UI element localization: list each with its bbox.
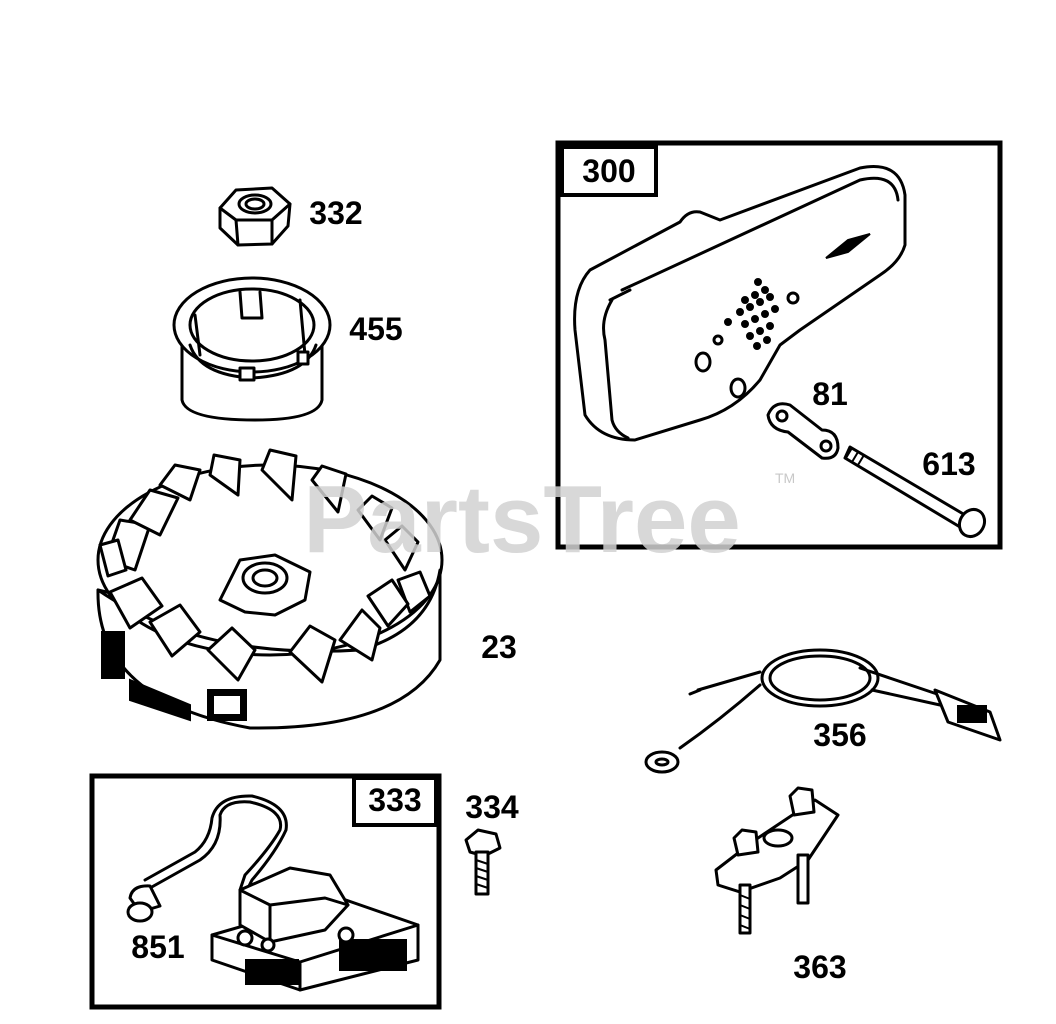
ground-wire-part[interactable]: [644, 648, 1002, 774]
callout-363[interactable]: 363: [793, 949, 846, 985]
callout-81[interactable]: 81: [812, 376, 848, 412]
callout-851[interactable]: 851: [131, 929, 184, 965]
watermark: PartsTree TM: [303, 466, 795, 573]
callout-613[interactable]: 613: [922, 446, 975, 482]
gasket-part[interactable]: [766, 402, 840, 460]
nut-part[interactable]: [218, 186, 292, 247]
flywheel-fins: [98, 448, 432, 684]
callout-332[interactable]: 332: [309, 195, 362, 231]
screw-613-part[interactable]: [843, 445, 989, 541]
callout-23[interactable]: 23: [481, 629, 517, 665]
armature-part[interactable]: [126, 794, 420, 992]
muffler-holes: [724, 278, 779, 350]
callout-455[interactable]: 455: [349, 311, 402, 347]
screw-334-part[interactable]: [464, 828, 502, 896]
bracket-part[interactable]: [714, 786, 840, 935]
kit-box-300: 300: [555, 140, 1003, 550]
muffler-part[interactable]: [573, 165, 907, 442]
flywheel-part[interactable]: [96, 448, 444, 730]
watermark-text: PartsTree: [303, 466, 741, 573]
kit-label-333[interactable]: 333: [368, 782, 421, 818]
kit-box-333: 333: [89, 773, 442, 1010]
cup-part[interactable]: [172, 276, 332, 422]
callout-356[interactable]: 356: [813, 717, 866, 753]
callout-334[interactable]: 334: [465, 789, 519, 825]
kit-label-300[interactable]: 300: [582, 153, 635, 189]
watermark-tm: TM: [775, 470, 795, 486]
